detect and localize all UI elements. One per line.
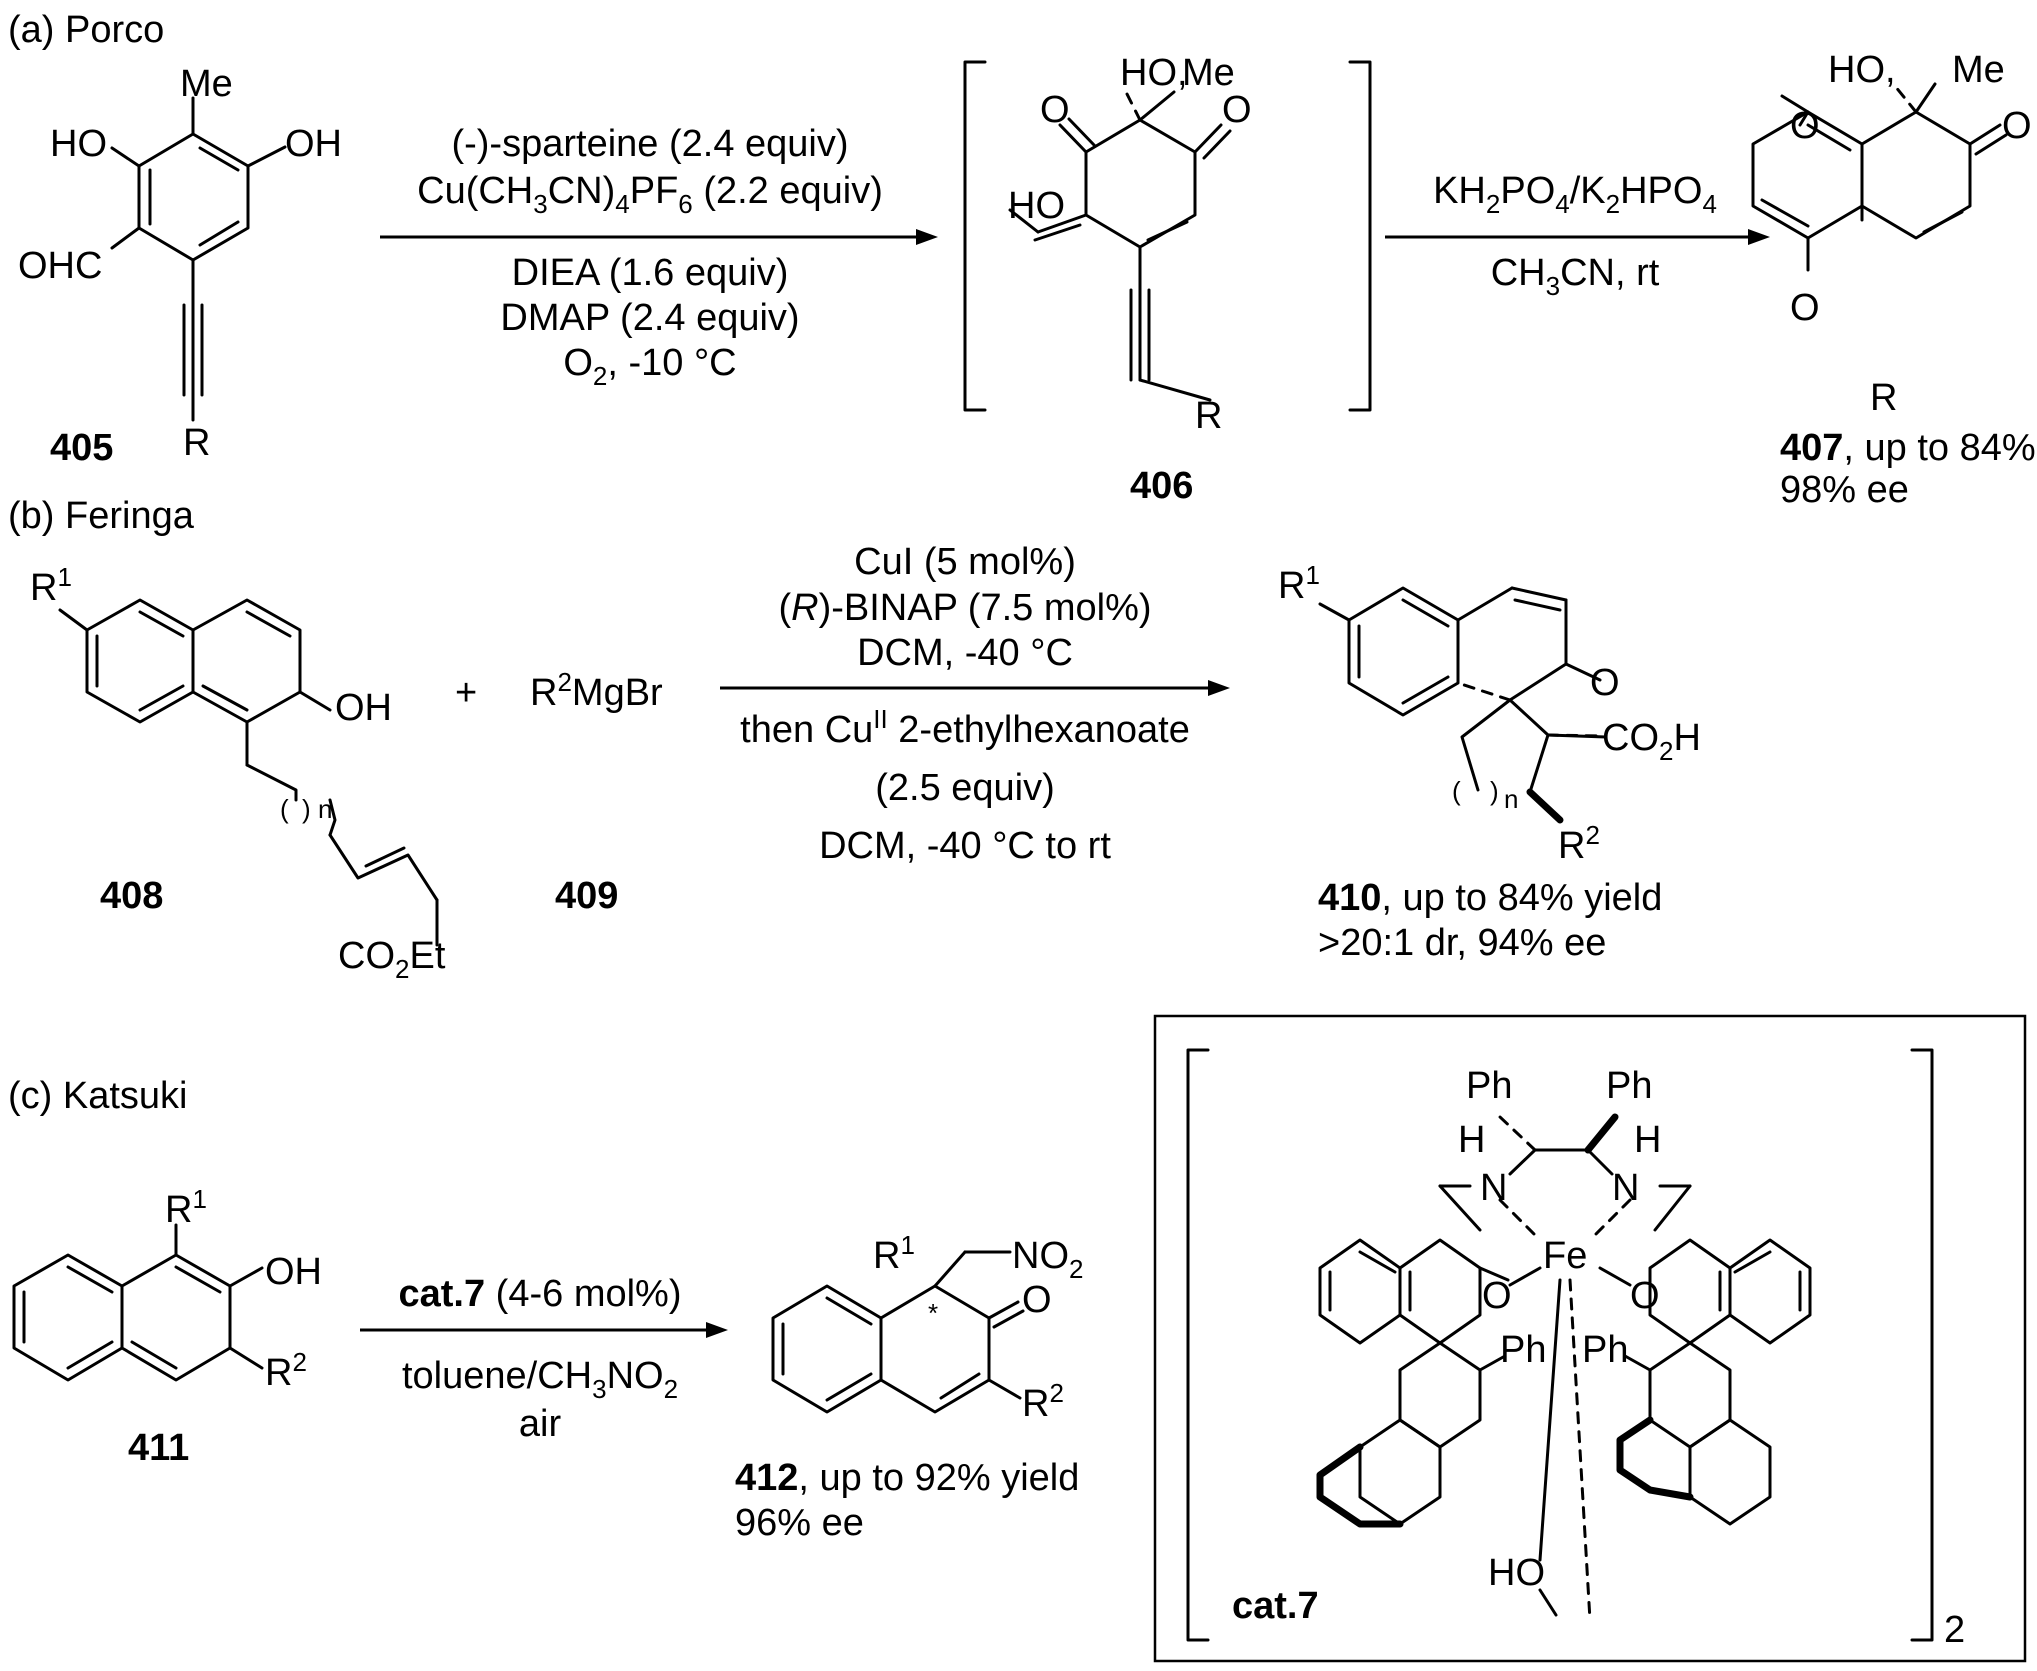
yield-407: 407, up to 84% yield: [1780, 427, 2037, 469]
cond-b-line6: DCM, -40 °C to rt: [819, 825, 1111, 867]
ph-label-cat-a: Ph: [1466, 1065, 1512, 1107]
o-label-406a: O: [1040, 89, 1070, 131]
me-label-407: Me: [1952, 49, 2005, 91]
cond-a2-line2: CH3CN, rt: [1491, 252, 1660, 301]
cond-a1-line4: DMAP (2.4 equiv): [500, 297, 799, 339]
ho-label-406: HO: [1008, 185, 1065, 227]
bracket-left-406: [963, 60, 987, 412]
co2et-label-408: CO2Et: [338, 935, 446, 984]
compound-405-label: 405: [50, 427, 113, 469]
plus-sign: +: [455, 672, 477, 714]
compound-407-structure: [1751, 82, 2008, 272]
ee-412: 96% ee: [735, 1502, 864, 1544]
r1-label-411: R1: [165, 1184, 207, 1231]
cond-a2-line1: KH2PO4/K2HPO4: [1433, 170, 1717, 219]
ho-label-cat: HO: [1488, 1552, 1545, 1594]
r2mgbr-label-409: R2MgBr: [530, 667, 663, 714]
cat-7-label: cat.7: [1232, 1585, 1319, 1627]
catalyst-7-structure: [1316, 1113, 1812, 1622]
section-c-label: (c) Katsuki: [8, 1075, 187, 1117]
n-paren-410: (: [1452, 776, 1461, 806]
n-paren-408: (: [280, 794, 289, 824]
o-label-cat-b: O: [1630, 1275, 1660, 1317]
compound-405-structure: [110, 96, 287, 422]
compound-410-structure: [1318, 586, 1608, 824]
r2-label-412: R2: [1022, 1378, 1064, 1425]
h-label-cat-a: H: [1458, 1119, 1485, 1161]
n-label-408: n: [318, 794, 332, 824]
yield-410: 410, up to 84% yield: [1318, 877, 1662, 919]
stereocenter-star-412: *: [928, 1298, 938, 1328]
compound-409-label: 409: [555, 875, 618, 917]
ph-label-cat-c: Ph: [1500, 1329, 1546, 1371]
dr-ee-410: >20:1 dr, 94% ee: [1318, 922, 1606, 964]
ph-label-cat-b: Ph: [1606, 1065, 1652, 1107]
homo-label-406: HO,: [1120, 52, 1188, 94]
r-label-406: R: [1195, 395, 1222, 437]
bracket-right-406: [1348, 60, 1372, 412]
r-label-407: R: [1870, 377, 1897, 419]
cond-b-line1: CuI (5 mol%): [854, 541, 1076, 583]
co2h-label-410: CO2H: [1602, 717, 1701, 766]
compound-408-label: 408: [100, 875, 163, 917]
homo-label-407: HO,: [1828, 49, 1896, 91]
dimer-subscript: 2: [1944, 1609, 1965, 1651]
o-label-407c: O: [1790, 287, 1820, 329]
bracket-right-cat: [1910, 1048, 1934, 1642]
no2-label-412: NO2: [1012, 1235, 1083, 1284]
catalyst-box: [1153, 1014, 2027, 1663]
o-label-410: O: [1590, 662, 1620, 704]
r1-label-410: R1: [1278, 560, 1320, 607]
r2-label-410: R2: [1558, 820, 1600, 867]
cond-c-line1: cat.7 (4-6 mol%): [399, 1273, 682, 1315]
compound-412-structure: [771, 1250, 1025, 1414]
compound-411-structure: [12, 1223, 264, 1382]
cond-c-line3: air: [519, 1403, 562, 1445]
oh-label-405: OH: [285, 123, 342, 165]
ohc-label-405: OHC: [18, 245, 102, 287]
oh-label-411: OH: [265, 1251, 322, 1293]
section-b-label: (b) Feringa: [8, 495, 195, 537]
yield-412: 412, up to 92% yield: [735, 1457, 1079, 1499]
r2-label-411: R2: [265, 1347, 307, 1394]
cond-c-line2: toluene/CH3NO2: [402, 1355, 678, 1404]
compound-408-structure: [58, 598, 439, 947]
r-label-405: R: [183, 422, 210, 464]
ho-label-405: HO: [50, 123, 107, 165]
cond-b-line3: DCM, -40 °C: [857, 632, 1073, 674]
oh-label-408: OH: [335, 687, 392, 729]
cond-a1-line1: (-)-sparteine (2.4 equiv): [451, 123, 848, 165]
n-paren-close-408: ): [302, 794, 311, 824]
o-label-407a: O: [1790, 105, 1820, 147]
fe-label-cat: Fe: [1543, 1235, 1587, 1277]
cond-b-line4: then CuII 2-ethylhexanoate: [740, 704, 1190, 751]
n-label-cat-b: N: [1612, 1167, 1639, 1209]
o-label-412: O: [1022, 1279, 1052, 1321]
me-label-405: Me: [180, 63, 233, 105]
cond-a1-line5: O2, -10 °C: [563, 342, 736, 391]
r1-label-412: R1: [873, 1230, 915, 1277]
me-label-406: Me: [1182, 52, 1235, 94]
compound-411-label: 411: [128, 1427, 189, 1469]
o-label-cat-a: O: [1482, 1275, 1512, 1317]
r1-label-408: R1: [30, 562, 72, 609]
compound-406-label: 406: [1130, 465, 1193, 507]
cond-b-line5: (2.5 equiv): [875, 767, 1055, 809]
h-label-cat-b: H: [1634, 1119, 1661, 1161]
n-label-cat-a: N: [1480, 1167, 1507, 1209]
o-label-406b: O: [1222, 89, 1252, 131]
bracket-left-cat: [1186, 1048, 1210, 1642]
cond-b-line2: (R)-BINAP (7.5 mol%): [778, 587, 1151, 629]
n-paren-close-410: ): [1490, 776, 1499, 806]
cond-a1-line3: DIEA (1.6 equiv): [512, 252, 789, 294]
ee-407: 98% ee: [1780, 469, 1909, 511]
ph-label-cat-d: Ph: [1582, 1329, 1628, 1371]
section-a-label: (a) Porco: [8, 9, 164, 51]
o-label-407b: O: [2002, 105, 2032, 147]
compound-406-structure: [1008, 88, 1232, 402]
cond-a1-line2: Cu(CH3CN)4PF6 (2.2 equiv): [417, 170, 883, 219]
n-label-410: n: [1504, 784, 1518, 814]
